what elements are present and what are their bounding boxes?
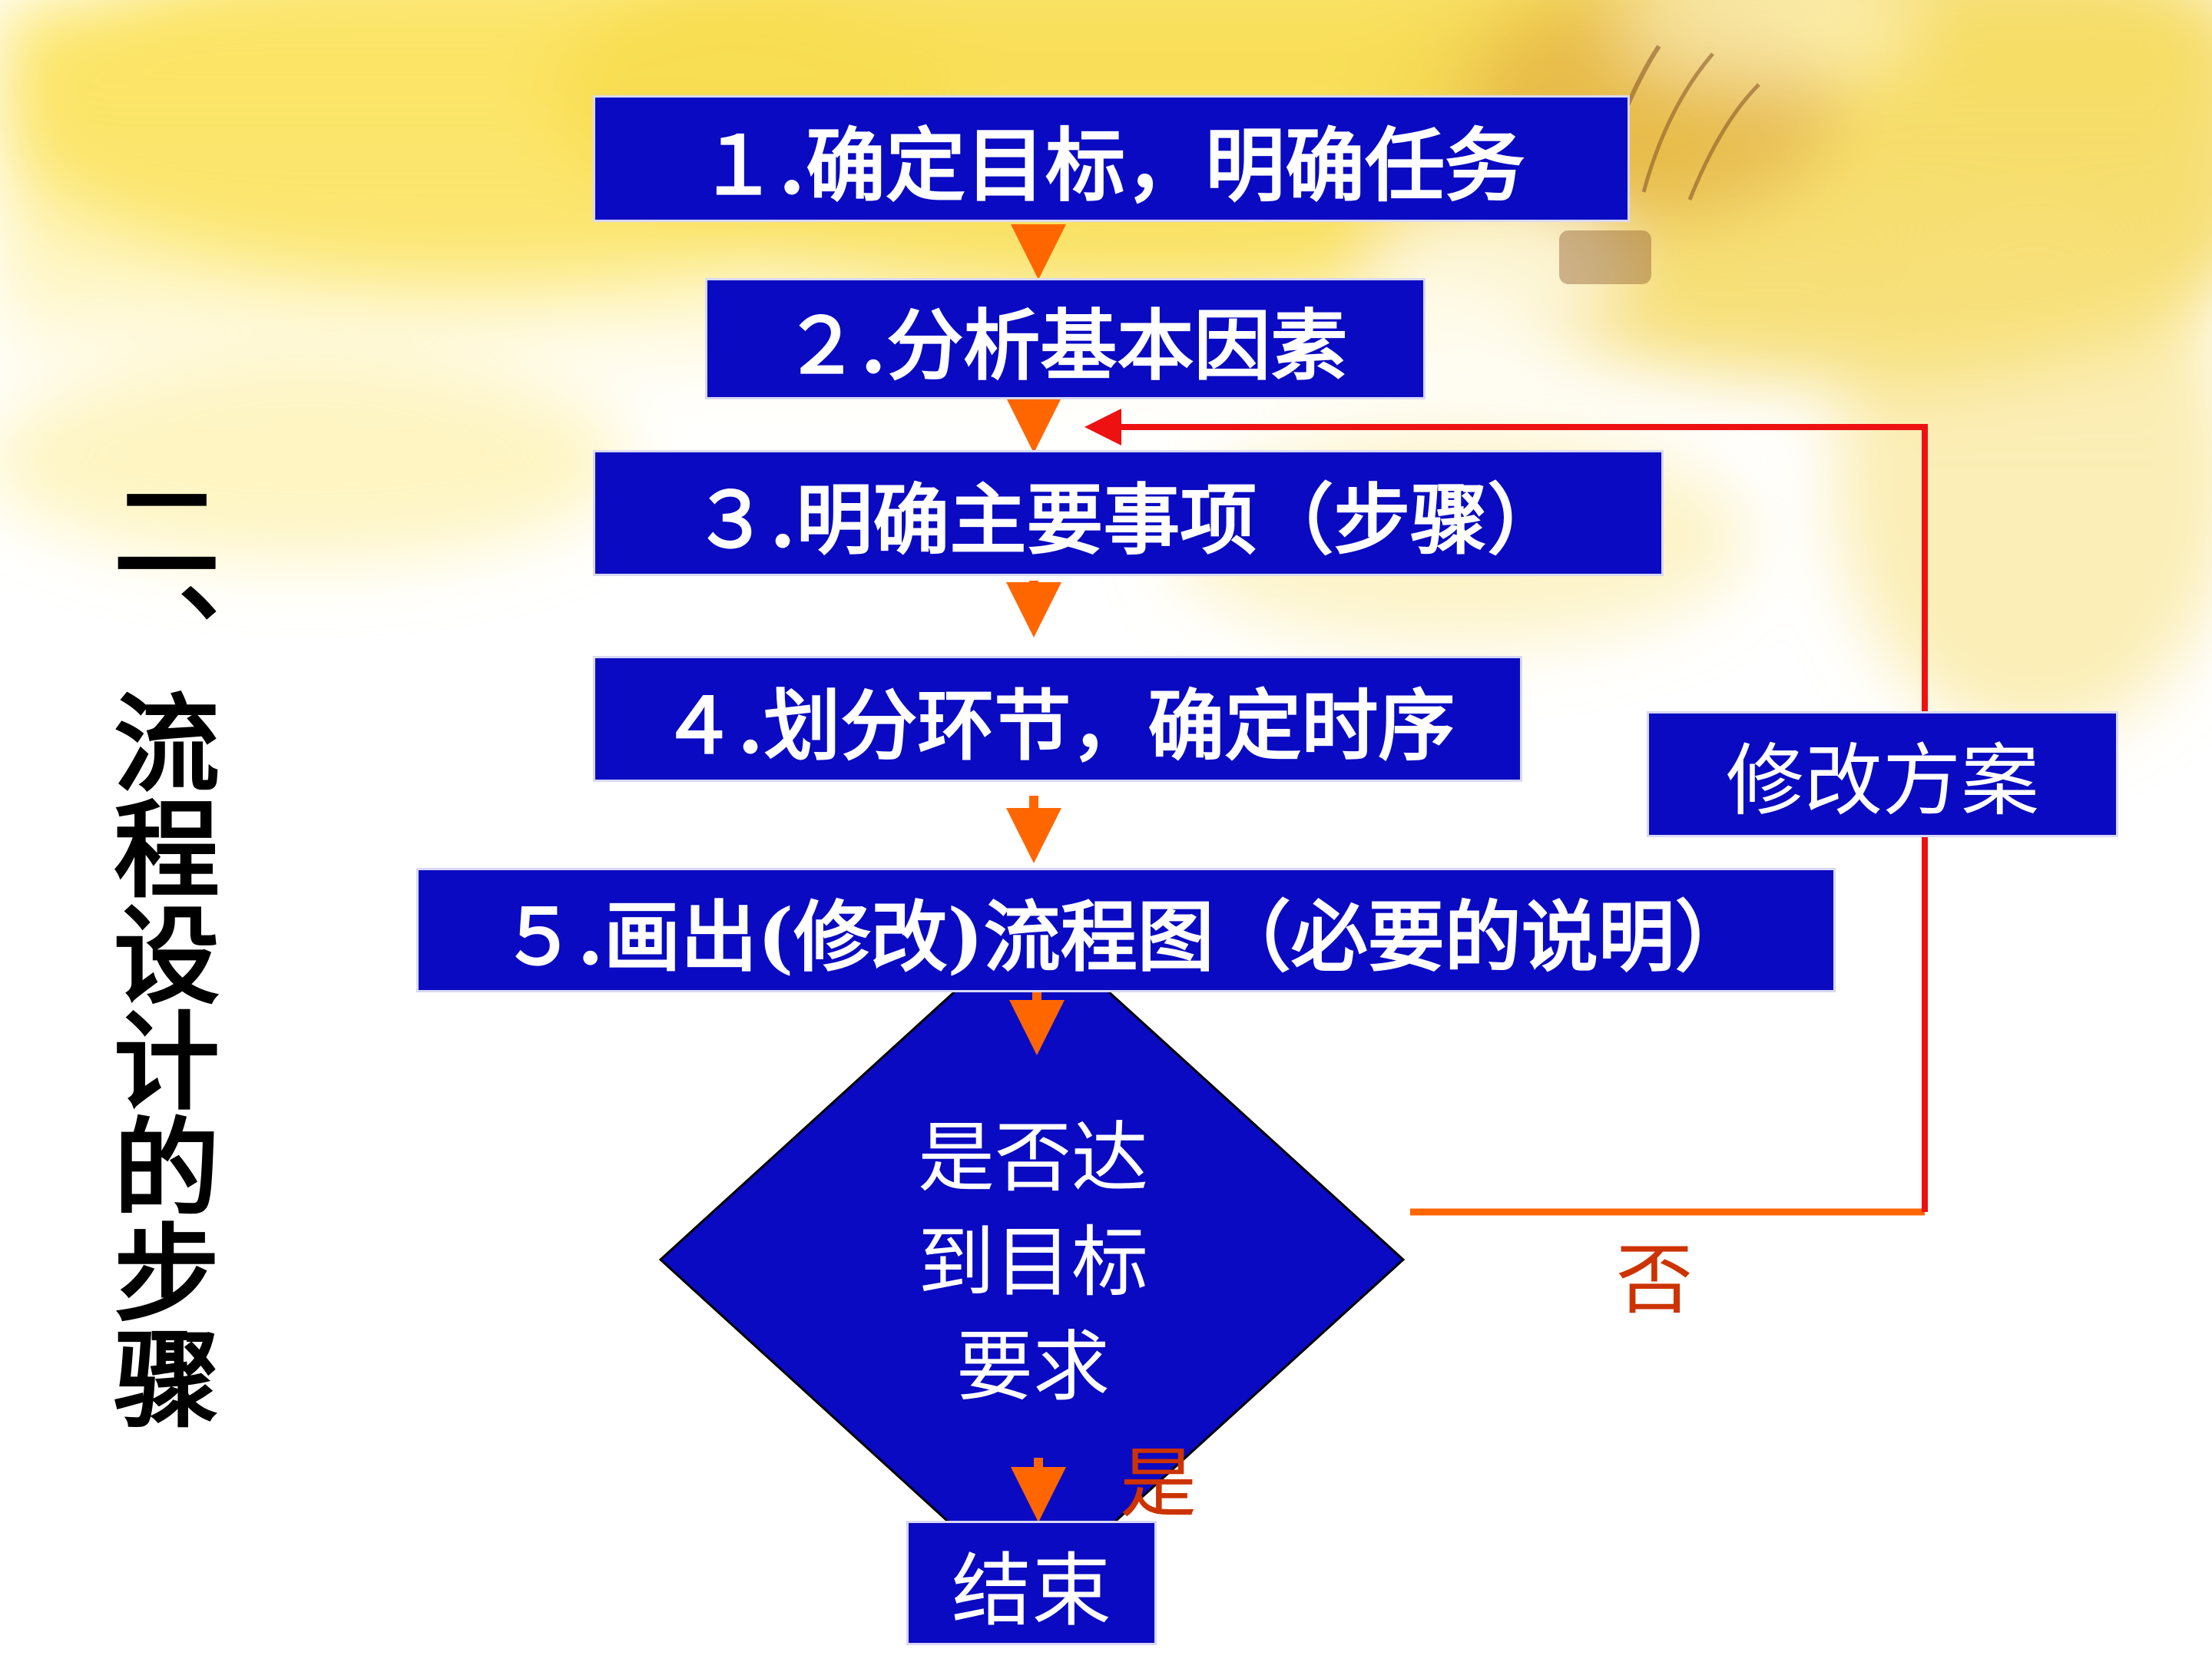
side-title: 二、流程设计的步骤 xyxy=(95,476,219,1430)
decision-label: 是否达 到目标 要求 xyxy=(918,1113,1148,1412)
step-4-label: ４.划分环节，确定时序 xyxy=(660,680,1455,771)
step-1-label: １.确定目标，明确任务 xyxy=(697,118,1525,213)
step-1-box: １.确定目标，明确任务 xyxy=(593,95,1630,222)
step-3-box: ３.明确主要事项（步骤） xyxy=(593,450,1664,576)
step-4-box: ４.划分环节，确定时序 xyxy=(593,656,1522,782)
yes-branch-label: 是 xyxy=(1120,1439,1197,1528)
step-5-box: ５.画出(修改)流程图（必要的说明） xyxy=(416,868,1836,992)
step-5-label: ５.画出(修改)流程图（必要的说明） xyxy=(500,891,1752,982)
revise-plan-label: 修改方案 xyxy=(1726,735,2039,827)
step-3-label: ３.明确主要事项（步骤） xyxy=(692,474,1565,565)
revise-plan-box: 修改方案 xyxy=(1647,711,2118,837)
step-2-label: ２.分析基本因素 xyxy=(783,300,1348,391)
no-branch-label: 否 xyxy=(1616,1235,1693,1325)
loop-back-line xyxy=(1084,409,1928,1212)
end-label: 结束 xyxy=(951,1543,1111,1637)
step-2-box: ２.分析基本因素 xyxy=(705,278,1426,399)
end-box: 结束 xyxy=(906,1521,1157,1645)
